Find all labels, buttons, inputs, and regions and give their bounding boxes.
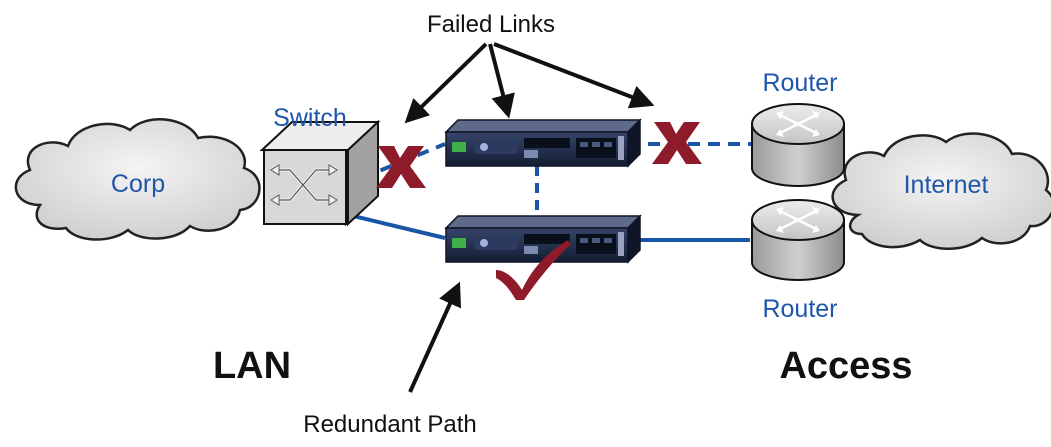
x-mark-icon [652, 122, 702, 164]
router-top-icon [751, 103, 845, 187]
appliance-logo-icon [480, 239, 488, 247]
internet-cloud-icon [831, 132, 1051, 250]
network-switch-icon [259, 119, 381, 227]
access-zone-label: Access [779, 345, 912, 387]
router-bottom-label: Router [762, 295, 837, 323]
active-link-switch-bottom [344, 212, 446, 240]
annotation-arrows [404, 42, 655, 393]
router-bottom-icon [751, 199, 845, 281]
internet-label: Internet [904, 171, 989, 199]
corp-label: Corp [111, 170, 165, 198]
failed-links-label: Failed Links [427, 11, 555, 38]
rack-appliance-top [444, 118, 642, 168]
corp-cloud-icon [14, 118, 261, 241]
checkmark-icon [496, 240, 571, 300]
redundant-path-label: Redundant Path [303, 411, 476, 438]
lan-zone-label: LAN [213, 345, 291, 387]
x-mark-icon [376, 146, 426, 188]
switch-label: Switch [273, 104, 347, 132]
router-top-label: Router [762, 69, 837, 97]
appliance-logo-icon [480, 143, 488, 151]
rack-appliance-bottom [444, 214, 642, 264]
